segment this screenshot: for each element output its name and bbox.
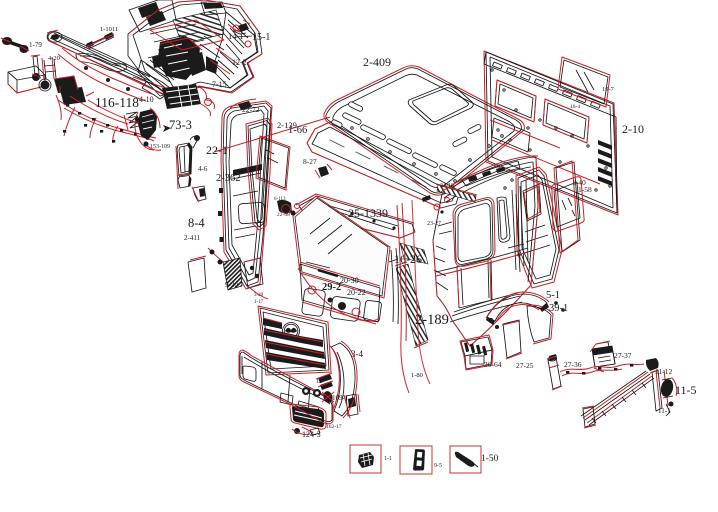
svg-text:23-27: 23-27 [427, 221, 441, 227]
svg-text:2-139: 2-139 [277, 120, 297, 130]
svg-text:2-10: 2-10 [622, 122, 644, 136]
svg-text:16-4: 16-4 [570, 104, 580, 110]
svg-text:12: 12 [316, 379, 322, 385]
svg-text:24-16: 24-16 [440, 183, 454, 189]
svg-text:14-1: 14-1 [228, 31, 244, 41]
svg-text:22-1: 22-1 [206, 143, 228, 157]
svg-text:2-362: 2-362 [216, 173, 241, 184]
svg-text:27-37: 27-37 [614, 351, 632, 360]
svg-text:29-2: 29-2 [322, 282, 341, 293]
svg-text:124-3: 124-3 [302, 430, 321, 439]
svg-text:1-1: 1-1 [384, 456, 392, 462]
svg-text:6-113: 6-113 [274, 197, 286, 202]
svg-text:1-80: 1-80 [411, 372, 423, 379]
svg-text:20-22: 20-22 [347, 288, 366, 297]
svg-text:27-25: 27-25 [516, 361, 534, 370]
svg-text:1-50: 1-50 [481, 454, 499, 464]
svg-text:36-64: 36-64 [484, 360, 502, 369]
svg-text:1-17: 1-17 [254, 300, 264, 305]
svg-text:4-20: 4-20 [48, 55, 60, 62]
svg-text:4-6: 4-6 [198, 165, 208, 173]
svg-text:5-1: 5-1 [546, 290, 560, 301]
svg-text:11-5: 11-5 [675, 383, 697, 397]
svg-text:39-1: 39-1 [549, 303, 568, 314]
svg-text:162-17: 162-17 [326, 424, 342, 430]
svg-text:7-15: 7-15 [212, 80, 227, 89]
svg-text:73-3: 73-3 [169, 118, 192, 132]
svg-text:2-189: 2-189 [415, 312, 449, 328]
svg-text:16-26: 16-26 [394, 252, 422, 266]
svg-text:169-1: 169-1 [332, 394, 349, 402]
svg-text:3-20: 3-20 [254, 293, 264, 298]
svg-text:2-411: 2-411 [184, 234, 201, 242]
svg-text:153-109: 153-109 [150, 144, 170, 150]
svg-text:20-30: 20-30 [340, 276, 359, 285]
svg-text:3-4: 3-4 [351, 349, 363, 359]
svg-text:11-1: 11-1 [658, 407, 671, 415]
svg-text:1-66: 1-66 [288, 125, 307, 136]
svg-text:11-12: 11-12 [655, 367, 672, 376]
svg-text:8-27: 8-27 [303, 157, 317, 166]
svg-text:1-1011: 1-1011 [100, 26, 118, 33]
svg-text:9-5: 9-5 [434, 463, 442, 469]
svg-text:116-118: 116-118 [95, 95, 139, 110]
svg-text:8-4: 8-4 [188, 216, 205, 230]
svg-text:9-20: 9-20 [225, 281, 238, 289]
svg-text:1-40: 1-40 [572, 178, 586, 187]
svg-text:22-72: 22-72 [242, 105, 260, 114]
svg-text:19-7: 19-7 [602, 86, 615, 93]
svg-text:1-79: 1-79 [29, 41, 42, 49]
svg-text:15-1: 15-1 [252, 32, 270, 43]
svg-text:22-68: 22-68 [277, 212, 290, 218]
svg-text:4-10: 4-10 [139, 95, 154, 104]
svg-text:25-1339: 25-1339 [348, 206, 388, 220]
svg-text:1-58: 1-58 [578, 185, 592, 194]
svg-text:12-2: 12-2 [232, 58, 247, 67]
svg-text:27-36: 27-36 [564, 360, 582, 369]
svg-text:2-409: 2-409 [363, 55, 391, 69]
